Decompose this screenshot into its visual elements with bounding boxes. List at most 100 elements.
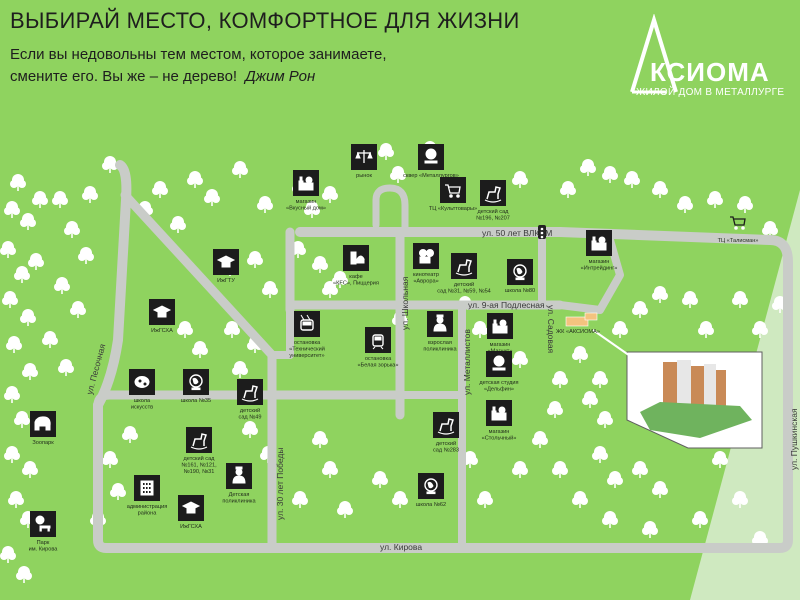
tree-icon [54, 277, 70, 294]
tree-icon [232, 161, 248, 178]
poi-label: кафе [349, 274, 362, 280]
tree-icon [597, 411, 613, 428]
poi-izhgsha-bottom: ИжГСХА [178, 495, 204, 530]
tree-icon [624, 171, 640, 188]
poi-label: детский [240, 407, 260, 414]
poi-label: взрослая [428, 340, 452, 346]
tree-icon [378, 143, 394, 160]
tree-icon [652, 481, 668, 498]
poi-magnit: магазин«Магнит» [487, 313, 513, 354]
poi-label: №161, №121, [181, 462, 217, 468]
tree-icon [14, 266, 30, 283]
poi-label: детский [436, 440, 456, 447]
tree-icon [632, 461, 648, 478]
tree-icon [732, 491, 748, 508]
poi-label: района [138, 509, 158, 516]
graduation-cap-icon [149, 299, 175, 325]
elephant-icon [30, 411, 56, 437]
street-pobedy: ул. 30 лет Победы [275, 448, 285, 520]
tree-icon [292, 491, 308, 508]
poi-square: сквер «Металлургов» [403, 144, 459, 179]
studio-icon [486, 351, 512, 377]
tree-icon [560, 181, 576, 198]
tree-icon [572, 491, 588, 508]
logo-word: КСИОМА [650, 57, 770, 87]
globe-icon [418, 473, 444, 499]
shopping-cart-icon [440, 177, 466, 203]
poi-label: «Стольчный» [482, 434, 517, 441]
rocking-horse-icon [237, 379, 263, 405]
tree-icon [4, 386, 20, 403]
tree-icon [177, 321, 193, 338]
poi-label: ИжГТУ [217, 278, 235, 284]
quote-line-2: смените его. Вы же – не дерево!Джим Рон [10, 68, 315, 85]
rocking-horse-icon [433, 412, 459, 438]
poi-label: ТЦ «Культтовары» [429, 206, 477, 212]
tree-icon [4, 446, 20, 463]
poi-school80: школа №80 [505, 259, 535, 294]
tree-icon [572, 346, 588, 363]
tree-icon [372, 471, 388, 488]
poi-label: детский сад [184, 455, 216, 462]
tree-icon [642, 521, 658, 538]
tree-icon [677, 196, 693, 213]
tree-icon [257, 196, 273, 213]
tree-icon [392, 491, 408, 508]
tree-icon [78, 247, 94, 264]
market-icon [351, 144, 377, 170]
logo-subtitle: ЖИЛОЙ ДОМ В МЕТАЛЛУРГЕ [636, 87, 785, 98]
poi-label: рынок [356, 173, 372, 179]
poi-label: магазин [589, 259, 610, 265]
tree-icon [242, 421, 258, 438]
tree-icon [247, 251, 263, 268]
tree-icon [732, 291, 748, 308]
tree-icon [552, 461, 568, 478]
grocery-icon [487, 313, 513, 339]
shopping-cart-icon [730, 216, 746, 230]
tree-icon [232, 361, 248, 378]
poi-label: остановка [365, 356, 392, 362]
poi-izhgsha-top: ИжГСХА [149, 299, 175, 334]
tree-icon [304, 201, 320, 218]
tram-icon [365, 327, 391, 353]
poi-label: университет» [289, 353, 324, 359]
tree-icon [262, 281, 278, 298]
poi-label: ИжГСХА [151, 328, 173, 334]
tree-icon [224, 321, 240, 338]
tree-icon [632, 301, 648, 318]
rocking-horse-icon [186, 427, 212, 453]
poi-stolichny: магазин«Стольчный» [482, 400, 517, 441]
poi-label: «Дельфин» [484, 386, 514, 392]
tree-icon [698, 321, 714, 338]
tree-icon [0, 546, 16, 563]
tree-icon [20, 309, 36, 326]
tree-icon [312, 256, 328, 273]
poi-label: сад №283 [433, 447, 459, 453]
tree-icon [0, 241, 16, 258]
tree-icon [2, 291, 18, 308]
street-pushkinskaya: ул. Пушкинская [789, 408, 799, 470]
poi-label: Детская [229, 492, 250, 498]
poi-label: детский сад [478, 208, 510, 215]
headline: ВЫБИРАЙ МЕСТО, КОМФОРТНОЕ ДЛЯ ЖИЗНИ [10, 8, 520, 33]
axioma-logo-mark [630, 14, 678, 94]
quote-author: Джим Рон [245, 68, 316, 85]
tree-icon [707, 191, 723, 208]
tree-icon [472, 321, 488, 338]
tree-icon [110, 483, 126, 500]
traffic-light-icon [538, 225, 546, 239]
poi-market: рынок [351, 144, 377, 179]
poi-label: остановка [294, 340, 321, 346]
square-tree-icon [418, 144, 444, 170]
tree-icon [187, 171, 203, 188]
axioma-site-marker: ЖК «АКСИОМА» [556, 312, 600, 335]
poi-label: магазин [489, 429, 510, 435]
poi-label: администрация [127, 504, 168, 510]
